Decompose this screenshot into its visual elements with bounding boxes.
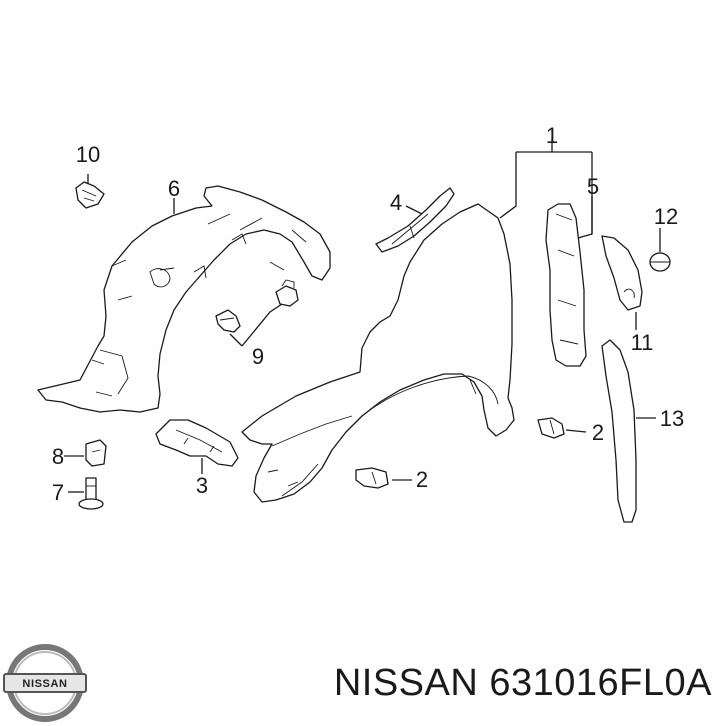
nissan-logo: NISSAN [3, 644, 87, 722]
part-13-trim [601, 339, 637, 523]
leader-lines [64, 138, 661, 493]
part-12-clip [649, 252, 671, 272]
part-4-seal [375, 187, 455, 253]
callout-11: 11 [631, 330, 654, 355]
callout-1: 1 [546, 123, 558, 148]
callout-3: 3 [196, 473, 208, 498]
part-5-bracket [545, 203, 587, 367]
part-9-clips [215, 279, 299, 333]
part-number-caption: NISSAN 631016FL0A [333, 662, 712, 704]
callout-10: 10 [76, 142, 100, 167]
callout-5: 5 [587, 174, 599, 199]
callout-12: 12 [654, 204, 678, 229]
callout-7: 7 [52, 480, 64, 505]
part-7-pin-clip [78, 477, 104, 510]
part-2-bolt-center [355, 467, 389, 489]
part-3-bracket [155, 419, 239, 467]
callout-13: 13 [660, 406, 684, 431]
part-6-fender-liner [37, 185, 331, 413]
part-2-bolt-right [537, 417, 565, 439]
callout-8: 8 [52, 444, 64, 469]
part-1-fender-panel [241, 203, 515, 503]
part-8-nut [85, 439, 107, 467]
callout-2-center: 2 [416, 467, 428, 492]
callout-9: 9 [252, 344, 264, 369]
callout-6: 6 [168, 176, 180, 201]
part-11-cover [601, 235, 643, 311]
callout-2-right: 2 [592, 420, 604, 445]
part-10-bracket [75, 181, 105, 209]
logo-wordmark: NISSAN [22, 678, 67, 690]
callout-4: 4 [390, 190, 402, 215]
